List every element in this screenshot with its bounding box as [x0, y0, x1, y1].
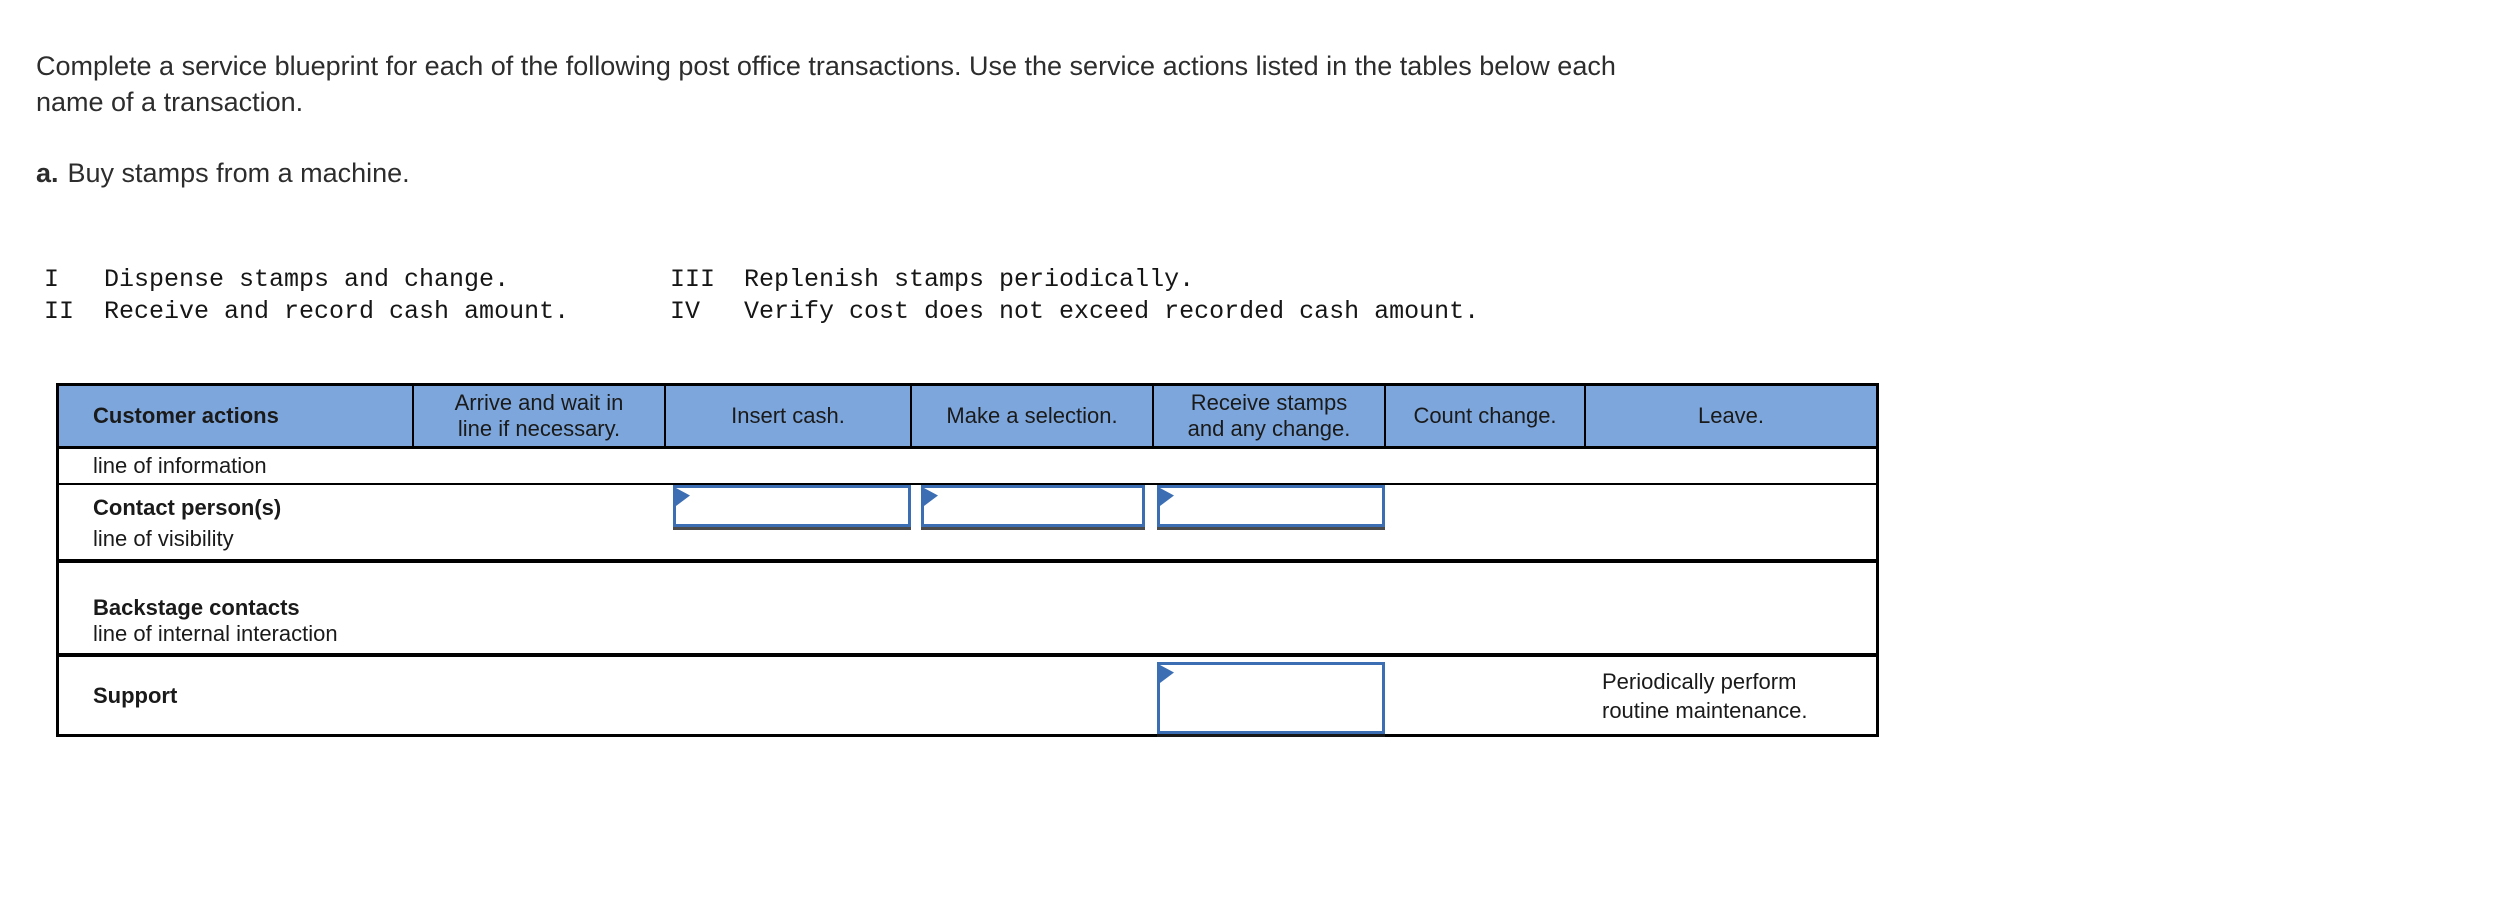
contact-persons-label: Contact person(s) [93, 495, 282, 520]
header-make-selection: Make a selection. [912, 386, 1154, 446]
row-backstage-contacts: Backstage contacts line of internal inte… [59, 563, 1876, 657]
header-receive-stamps: Receive stamps and any change. [1154, 386, 1386, 446]
line-of-internal-interaction-label: line of internal interaction [93, 621, 338, 646]
backstage-contacts-label: Backstage contacts [93, 595, 300, 620]
support-label: Support [93, 682, 178, 708]
line-of-visibility-label: line of visibility [93, 526, 234, 551]
action-numeral: II [44, 297, 75, 326]
header-count-change: Count change. [1386, 386, 1586, 446]
action-text: Dispense stamps and change. [104, 265, 510, 294]
support-note: Periodically perform routine maintenance… [1602, 668, 1808, 723]
action-text: Replenish stamps periodically. [744, 265, 1195, 294]
row-contact-persons: Contact person(s) line of visibility [59, 485, 1876, 563]
service-actions-list-left: I Dispense stamps and change. II Receive… [44, 264, 569, 328]
line-of-information-label: line of information [93, 453, 267, 478]
intro-paragraph: Complete a service blueprint for each of… [36, 48, 1616, 120]
answer-dropdown-receive-stamps[interactable] [1157, 485, 1385, 527]
answer-dropdown-make-selection[interactable] [921, 485, 1145, 527]
action-text: Receive and record cash amount. [104, 297, 570, 326]
intro-line-1: Complete a service blueprint for each of… [36, 51, 1616, 81]
header-customer-actions: Customer actions [59, 386, 414, 446]
dropdown-arrow-icon [676, 488, 690, 506]
action-numeral: III [670, 265, 716, 294]
intro-line-2: name of a transaction. [36, 87, 304, 117]
service-actions-list-right: III Replenish stamps periodically. IV Ve… [670, 264, 1479, 328]
dropdown-arrow-icon [1160, 488, 1174, 506]
action-numeral: IV [670, 297, 701, 326]
dropdown-arrow-icon [1160, 665, 1174, 683]
transaction-heading: a. Buy stamps from a machine. [36, 158, 410, 189]
header-arrive-wait: Arrive and wait in line if necessary. [414, 386, 666, 446]
transaction-letter: a. [36, 158, 59, 188]
row-line-of-information: line of information [59, 449, 1876, 485]
row-support: Support Periodically perform routine mai… [59, 657, 1876, 734]
table-header-row: Customer actions Arrive and wait in line… [59, 386, 1876, 449]
dropdown-arrow-icon [924, 488, 938, 506]
answer-dropdown-insert-cash[interactable] [673, 485, 911, 527]
service-blueprint-table: Customer actions Arrive and wait in line… [56, 383, 1879, 737]
answer-dropdown-support-receive-stamps[interactable] [1157, 662, 1385, 734]
action-numeral: I [44, 265, 60, 294]
header-insert-cash: Insert cash. [666, 386, 912, 446]
transaction-title: Buy stamps from a machine. [67, 158, 410, 188]
action-text: Verify cost does not exceed recorded cas… [744, 297, 1480, 326]
header-leave: Leave. [1586, 386, 1876, 446]
